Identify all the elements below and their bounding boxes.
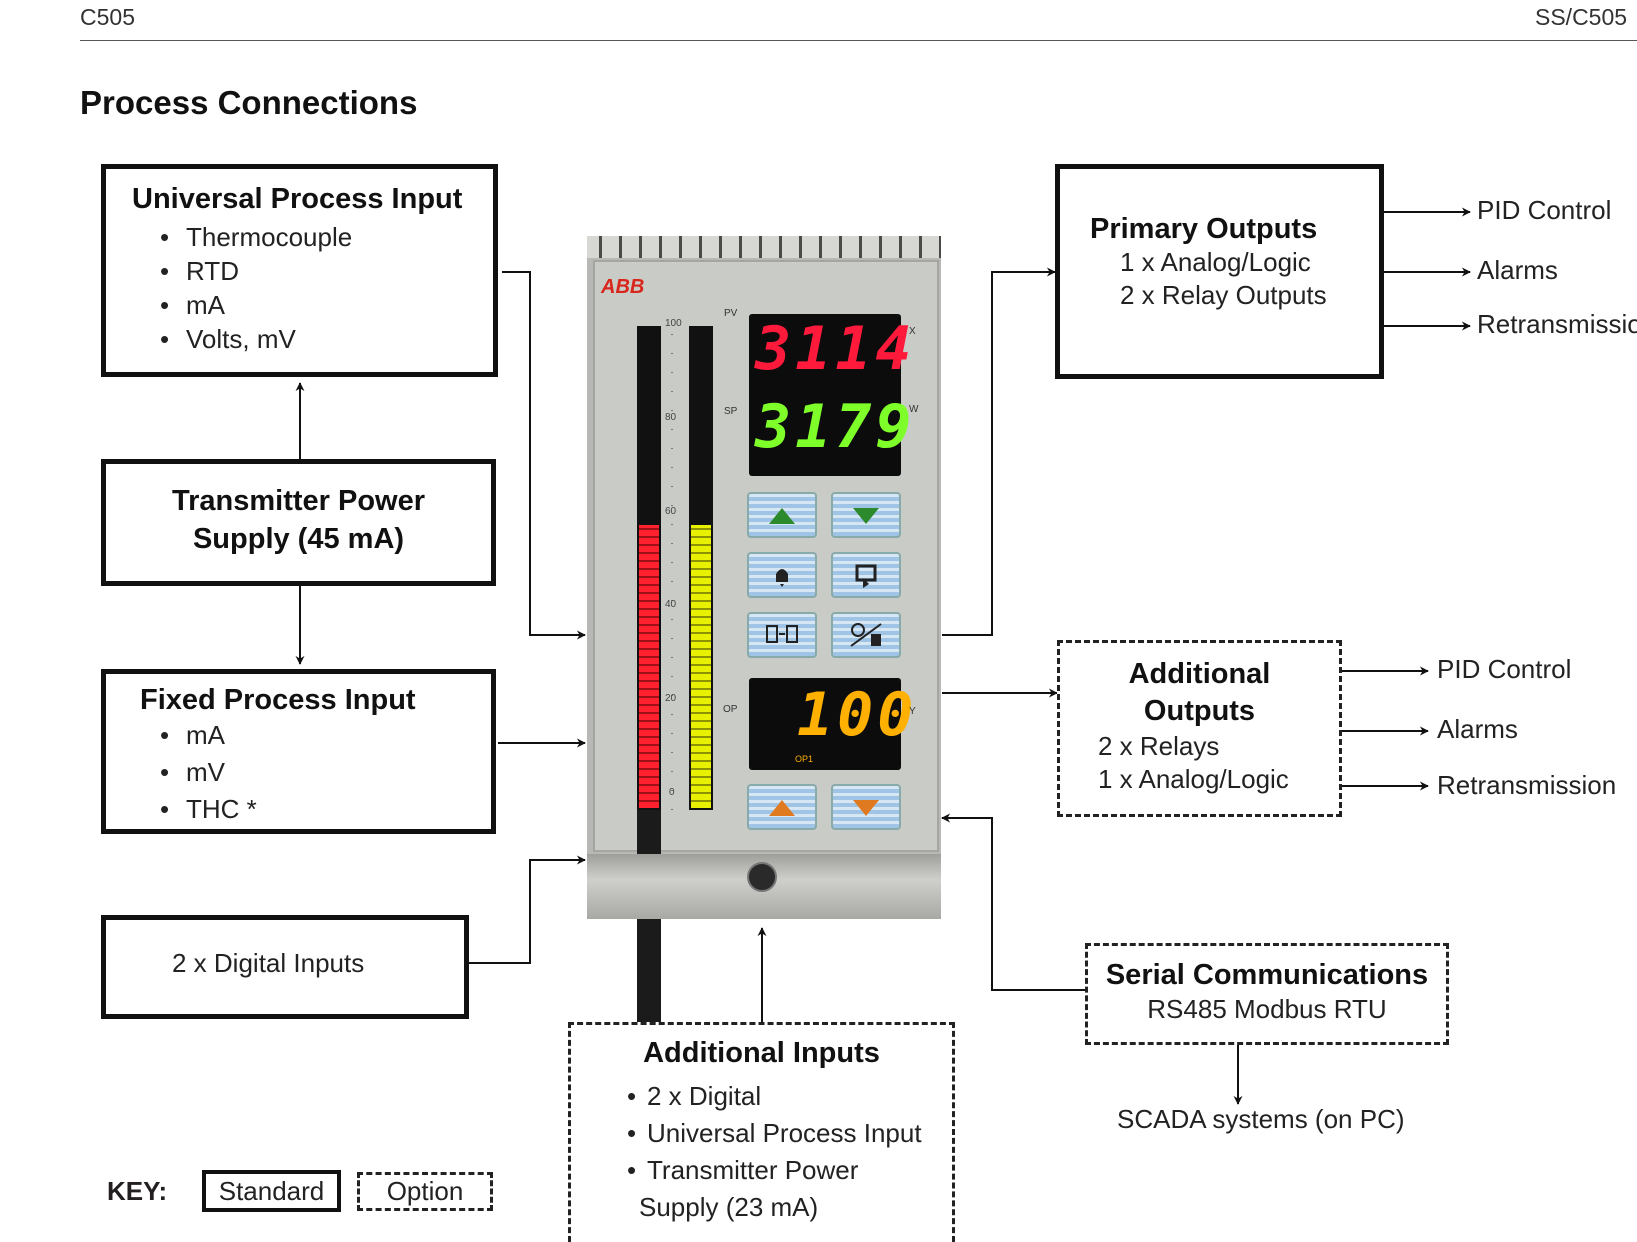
down-arrow-icon [853,508,879,524]
primary-outputs-box: Primary Outputs 1 x Analog/Logic 2 x Rel… [1055,164,1384,379]
additional-output-line: 2 x Relays [1098,731,1220,761]
up-arrow-icon [769,800,795,816]
pv-sp-display: 3114 3179 [749,314,912,476]
abb-logo: ABB [601,276,645,298]
digital-inputs-box: 2 x Digital Inputs [101,915,469,1019]
additional-input-item: Universal Process Input [627,1115,952,1152]
primary-target-alarms: Alarms [1477,255,1558,285]
key-option-swatch: Option [357,1172,493,1211]
right-bargraph-fill [691,525,711,808]
key-standard-label: Standard [218,1176,325,1206]
latch-screw [747,862,777,892]
serial-subtitle: RS485 Modbus RTU [1147,994,1387,1024]
additional-target-pid: PID Control [1437,654,1572,684]
universal-input-title: Universal Process Input [132,183,463,215]
scale-label: 0 [669,787,675,798]
output-raise-button[interactable] [747,784,817,830]
key-option-label: Option [386,1176,464,1206]
op-display: 100 OP1 [749,678,913,770]
scale-label: 60 [665,506,677,517]
doc-code-right: SS/C505 [1535,4,1628,30]
primary-output-line: 1 x Analog/Logic [1120,247,1311,277]
primary-output-line: 2 x Relay Outputs [1120,280,1327,310]
left-bargraph-fill [639,525,659,808]
additional-outputs-title-2: Outputs [1143,695,1256,727]
key-standard-swatch: Standard [202,1170,341,1212]
output-lower-button[interactable] [831,784,901,830]
pv-value: 3114 [755,314,916,384]
primary-outputs-title: Primary Outputs [1090,213,1318,245]
op-value: 100 [797,680,918,750]
additional-target-alarms: Alarms [1437,714,1518,744]
universal-input-item: Thermocouple [160,220,493,254]
scroll-icon [855,564,877,588]
mode-icon [766,625,798,643]
universal-input-item: Volts, mV [160,322,493,356]
additional-input-item: Transmitter Power [627,1152,952,1189]
primary-target-retransmission: Retransmission [1477,309,1637,339]
scroll-button[interactable] [831,552,901,598]
additional-output-line: 1 x Analog/Logic [1098,764,1289,794]
header-rule [80,40,1637,41]
alarm-button[interactable] [747,552,817,598]
sp-value: 3179 [755,392,916,462]
fixed-process-input-box: Fixed Process Input mA mV THC * [101,669,496,834]
w-label: W [909,404,919,415]
vent-slots [587,236,941,258]
x-label: X [909,326,916,337]
additional-outputs-title-1: Additional [1128,658,1271,690]
lower-button[interactable] [831,492,901,538]
page-title: Process Connections [80,84,418,121]
op1-label: OP1 [795,754,814,764]
scada-target: SCADA systems (on PC) [1117,1104,1405,1134]
left-bargraph [637,326,661,810]
fixed-input-title: Fixed Process Input [140,684,416,716]
additional-inputs-box: Additional Inputs 2 x Digital Universal … [568,1022,955,1242]
scale-label: 80 [665,412,677,423]
doc-code-left: C505 [80,4,135,30]
fixed-input-item: mV [160,754,491,791]
right-bargraph [689,326,713,810]
additional-input-item: 2 x Digital [627,1078,952,1115]
additional-target-retransmission: Retransmission [1437,770,1617,800]
down-arrow-icon [853,800,879,816]
auto-manual-button[interactable] [831,612,901,658]
transmitter-line1: Transmitter Power [171,485,426,517]
bell-icon [776,569,788,587]
key-label: KEY: [107,1176,168,1206]
primary-target-pid: PID Control [1477,195,1612,225]
transmitter-line2: Supply (45 mA) [192,523,405,555]
digital-inputs-label: 2 x Digital Inputs [172,948,365,978]
controller-front-panel: ABB 100 80 60 40 20 0 PV SP 3114 3179 X … [587,236,941,1042]
mode-button[interactable] [747,612,817,658]
additional-outputs-box: Additional Outputs 2 x Relays 1 x Analog… [1057,640,1342,817]
y-label: Y [909,706,916,717]
universal-input-item: RTD [160,254,493,288]
up-arrow-icon [769,508,795,524]
scale-label: 100 [665,318,682,329]
additional-input-continuation: Supply (23 mA) [639,1192,819,1222]
serial-communications-box: Serial Communications RS485 Modbus RTU [1085,943,1449,1045]
raise-button[interactable] [747,492,817,538]
transmitter-power-supply-box: Transmitter Power Supply (45 mA) [101,459,496,586]
scale-label: 40 [665,599,677,610]
scale-label: 20 [665,693,677,704]
sp-label: SP [724,406,738,417]
serial-title: Serial Communications [1105,959,1429,991]
pv-label: PV [724,308,738,319]
op-label: OP [723,704,738,715]
bargraph-scale: 100 80 60 40 20 0 [665,318,687,810]
additional-inputs-title: Additional Inputs [643,1037,880,1069]
universal-input-item: mA [160,288,493,322]
fixed-input-item: mA [160,717,491,754]
universal-process-input-box: Universal Process Input Thermocouple RTD… [101,164,498,377]
auto-manual-icon [850,623,882,647]
fixed-input-item: THC * [160,791,491,828]
